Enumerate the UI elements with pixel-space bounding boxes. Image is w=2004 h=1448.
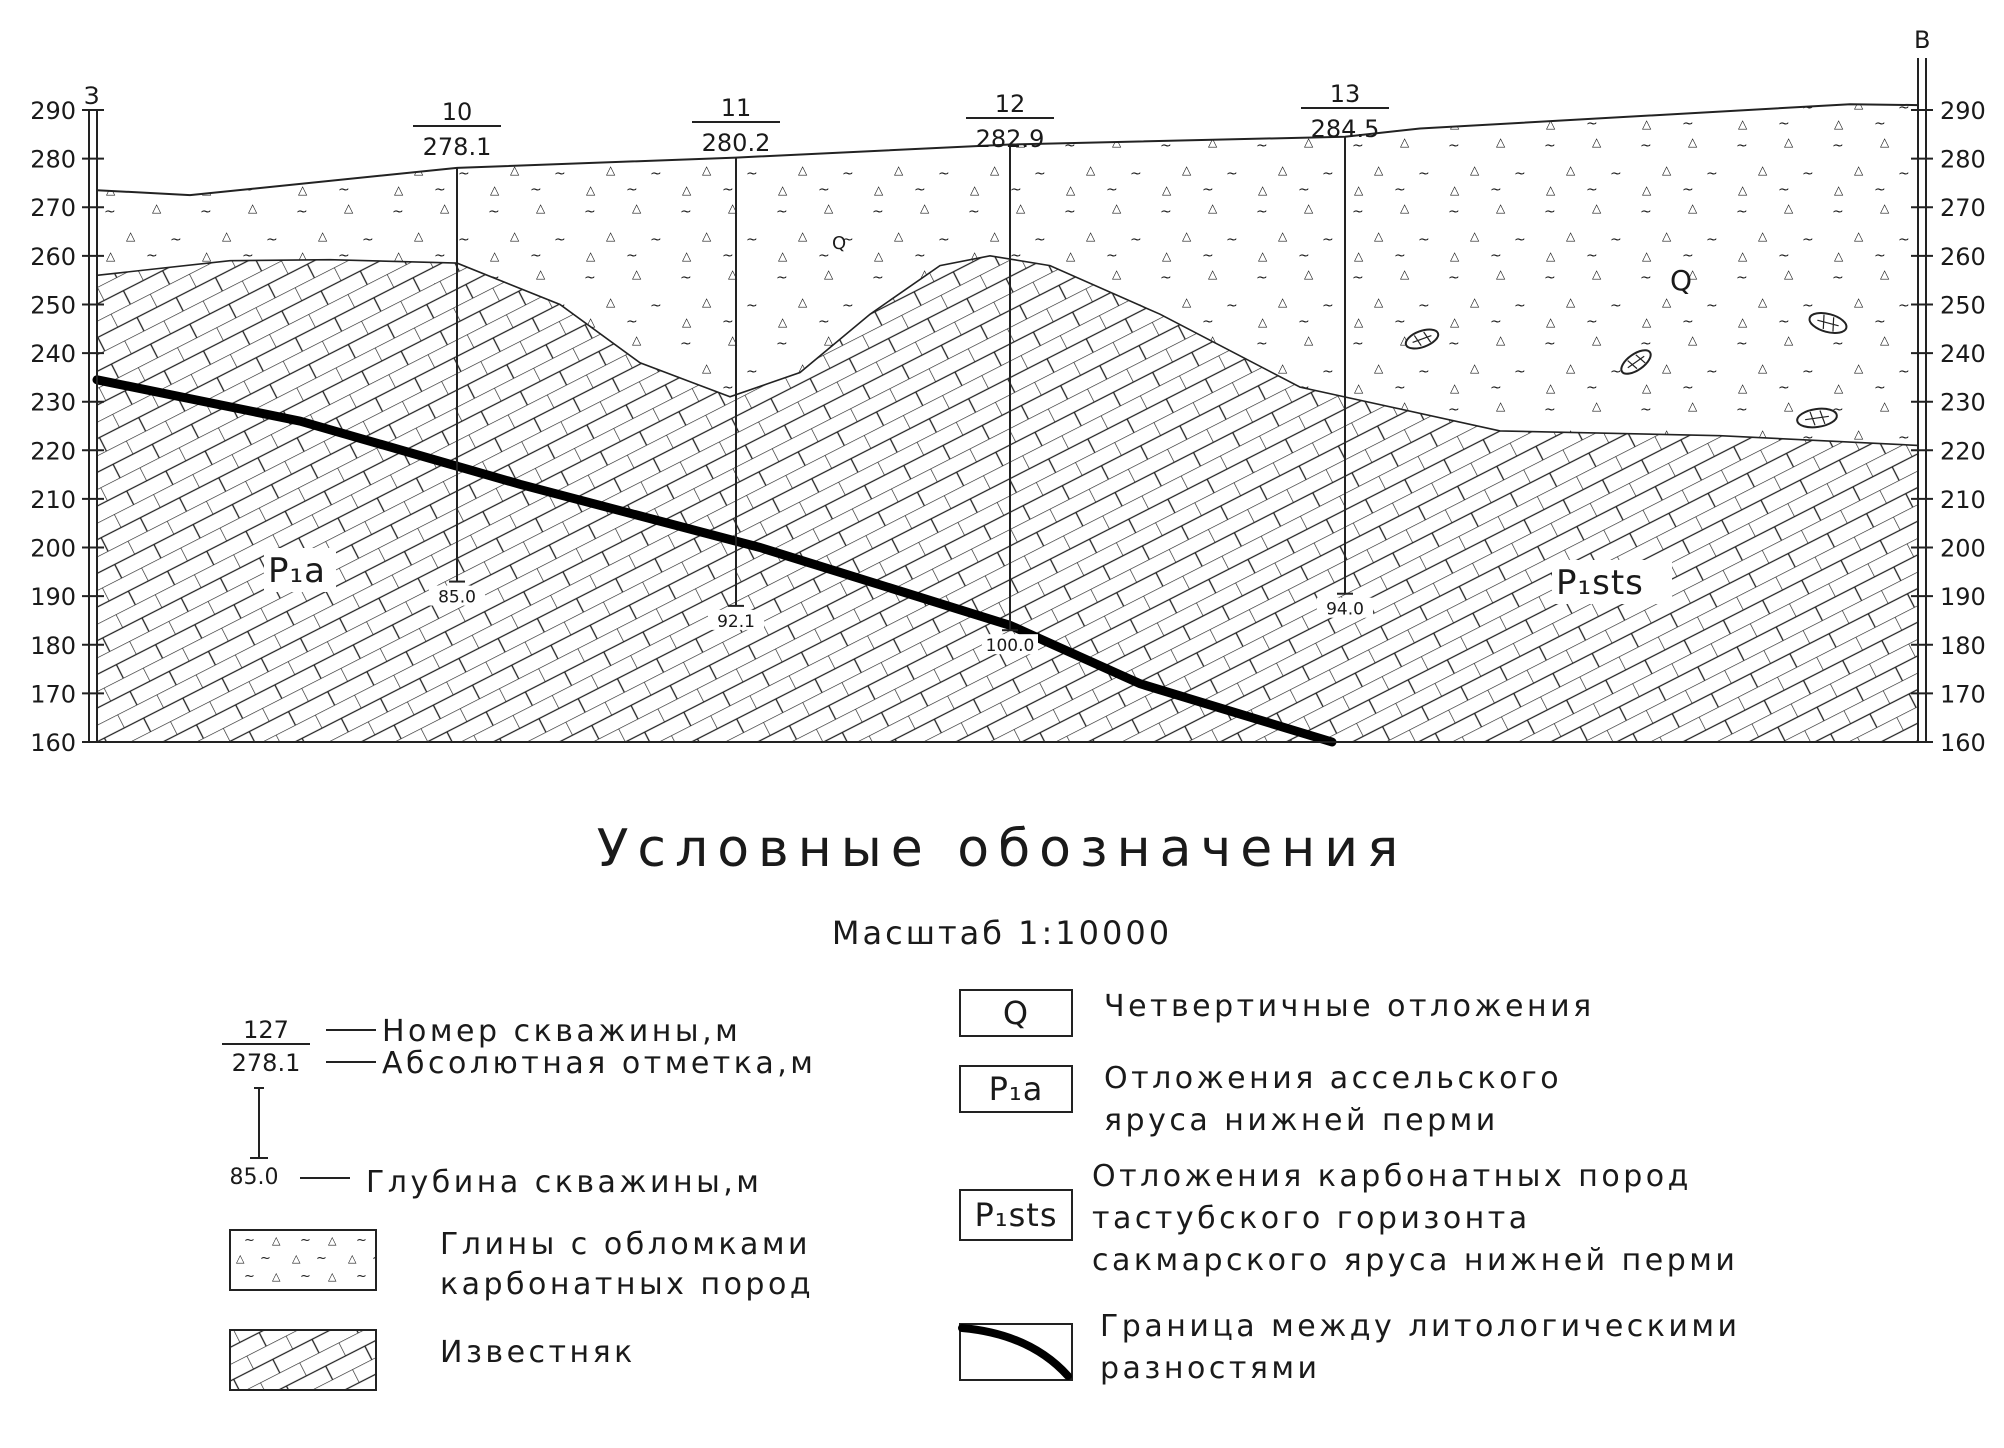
west-end-label: З xyxy=(84,82,99,110)
well-number-label: 12 xyxy=(995,90,1026,118)
formation-label-p1sts: P₁sts xyxy=(1556,563,1644,603)
right-tick-label: 270 xyxy=(1940,194,1986,222)
left-tick-label: 230 xyxy=(30,389,76,417)
right-tick-label: 170 xyxy=(1940,680,1986,708)
legend-number-caption: Номер скважины,м xyxy=(382,1014,741,1049)
boreholes: 10 278.1 85.0 11 280.2 92.1 12 282.9 100.0 13 284.… xyxy=(413,80,1389,656)
right-tick-label: 240 xyxy=(1940,340,1986,368)
legend-p1sts-line-1: Отложения карбонатных пород xyxy=(1092,1159,1692,1194)
left-tick-label: 290 xyxy=(30,97,76,125)
right-tick-label: 190 xyxy=(1940,583,1986,611)
right-tick-label: 180 xyxy=(1940,632,1986,660)
formation-label-p1a: P₁a xyxy=(268,551,326,591)
legend-well-elevation: 278.1 xyxy=(232,1049,301,1077)
right-tick-label: 260 xyxy=(1940,243,1986,271)
left-tick-label: 200 xyxy=(30,535,76,563)
ground-surface-line xyxy=(96,103,1919,197)
left-tick-label: 250 xyxy=(30,291,76,319)
legend-q-box-label: Q xyxy=(1003,994,1029,1032)
legend-clay: Глины с обломками карбонатных пород xyxy=(229,1227,814,1302)
legend-p1sts-box xyxy=(959,1189,1073,1241)
left-tick-label: 190 xyxy=(30,583,76,611)
right-tick-label: 250 xyxy=(1940,291,1986,319)
section-body xyxy=(92,103,1922,747)
left-elevation-axis: 290 280 270 260 250 240 230 220 210 200 190 180 170 1… xyxy=(30,82,104,757)
east-end-label: В xyxy=(1914,26,1930,54)
well-number-label: 11 xyxy=(721,94,752,122)
well-depth-label: 94.0 xyxy=(1326,600,1364,620)
legend-limestone-text: Известняк xyxy=(440,1335,636,1370)
well-elevation-label: 284.5 xyxy=(1311,115,1380,143)
legend-p1sts: P₁sts Отложения карбонатных пород тастуб… xyxy=(959,1159,1738,1278)
legend-boundary-sample xyxy=(958,1324,1072,1380)
well-depth-label: 92.1 xyxy=(717,612,755,632)
well-elevation-label: 278.1 xyxy=(423,133,492,161)
clay-limestone-contact-line xyxy=(96,254,1919,447)
legend-well-number: 127 xyxy=(243,1016,289,1044)
legend-well-example: 127 278.1 Номер скважины,м Абсолютная от… xyxy=(222,1014,816,1200)
well-depth-label: 100.0 xyxy=(986,636,1035,656)
quaternary-label-large: Q xyxy=(1670,264,1692,297)
legend-boundary-line-2: разностями xyxy=(1100,1351,1321,1386)
legend-p1a-line-1: Отложения ассельского xyxy=(1104,1061,1562,1096)
legend-title: Условные обозначения xyxy=(597,819,1408,879)
legend-p1sts-box-label: P₁sts xyxy=(974,1196,1057,1234)
legend-clay-line-1: Глины с обломками xyxy=(440,1227,811,1262)
clay-layer xyxy=(97,104,1918,446)
right-tick-label: 200 xyxy=(1940,535,1986,563)
legend-q-box xyxy=(959,989,1073,1037)
legend-boundary: Граница между литологическими разностями xyxy=(958,1309,1741,1386)
left-tick-label: 260 xyxy=(30,243,76,271)
left-tick-label: 170 xyxy=(30,680,76,708)
left-tick-label: 220 xyxy=(30,437,76,465)
legend-limestone-swatch xyxy=(229,1329,377,1391)
legend-well-depth: 85.0 xyxy=(230,1165,279,1190)
left-tick-label: 280 xyxy=(30,146,76,174)
left-tick-label: 210 xyxy=(30,486,76,514)
legend-boundary-line-1: Граница между литологическими xyxy=(1100,1309,1741,1344)
limestone-fragments xyxy=(1404,312,1848,429)
legend-p1sts-line-3: сакмарского яруса нижней перми xyxy=(1092,1243,1738,1278)
legend-quaternary: Q Четвертичные отложения xyxy=(959,989,1595,1037)
legend-p1a-line-2: яруса нижней перми xyxy=(1104,1103,1499,1138)
well-number-label: 10 xyxy=(442,98,473,126)
legend-clay-swatch xyxy=(229,1229,377,1291)
left-tick-label: 240 xyxy=(30,340,76,368)
left-tick-label: 160 xyxy=(30,729,76,757)
right-tick-label: 220 xyxy=(1940,437,1986,465)
well-elevation-label: 282.9 xyxy=(976,125,1045,153)
left-tick-label: 270 xyxy=(30,194,76,222)
quaternary-label-small: Q xyxy=(832,233,846,254)
legend-clay-line-2: карбонатных пород xyxy=(440,1267,814,1302)
legend-p1a-box xyxy=(959,1065,1073,1113)
legend-depth-caption: Глубина скважины,м xyxy=(366,1165,762,1200)
right-tick-label: 280 xyxy=(1940,146,1986,174)
right-tick-label: 230 xyxy=(1940,389,1986,417)
right-elevation-axis: 290 280 270 260 250 240 230 220 210 200 190 180 170 1… xyxy=(1911,26,1986,757)
right-tick-label: 210 xyxy=(1940,486,1986,514)
well-elevation-label: 280.2 xyxy=(702,129,771,157)
legend-limestone: Известняк xyxy=(229,1329,636,1391)
legend-q-text: Четвертичные отложения xyxy=(1104,989,1595,1024)
lithology-boundary-line xyxy=(92,375,1337,747)
right-tick-label: 160 xyxy=(1940,729,1986,757)
legend-elevation-caption: Абсолютная отметка,м xyxy=(382,1046,816,1081)
limestone-layer xyxy=(97,255,1918,743)
well-depth-label: 85.0 xyxy=(438,588,476,608)
legend-p1a-box-label: P₁a xyxy=(989,1070,1044,1108)
well-number-label: 13 xyxy=(1330,80,1361,108)
right-tick-label: 290 xyxy=(1940,97,1986,125)
legend-p1a: P₁a Отложения ассельского яруса нижней п… xyxy=(959,1061,1562,1138)
scale-label: Масштаб 1:10000 xyxy=(832,914,1172,952)
left-tick-label: 180 xyxy=(30,632,76,660)
legend-p1sts-line-2: тастубского горизонта xyxy=(1092,1201,1531,1236)
